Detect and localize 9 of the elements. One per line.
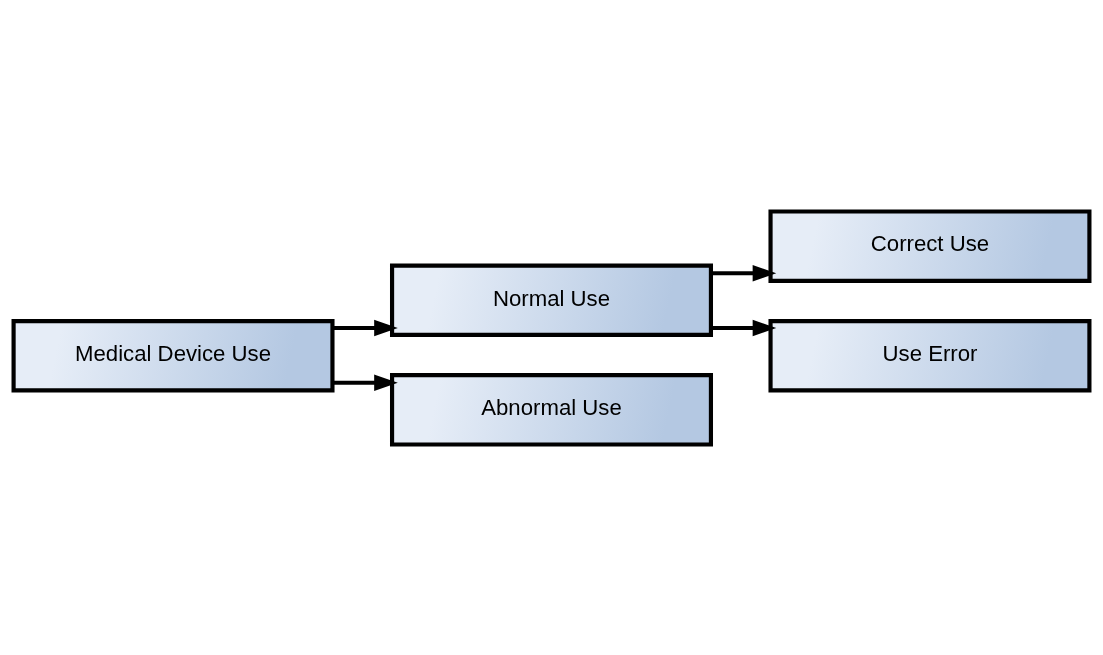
node-box: Correct Use	[768, 208, 1092, 283]
node-box: Abnormal Use	[390, 372, 713, 447]
node-box: Normal Use	[390, 263, 713, 337]
node-box: Medical Device Use	[11, 318, 335, 392]
arrow	[333, 374, 398, 391]
arrow	[333, 319, 398, 336]
node-box: Use Error	[768, 318, 1092, 392]
arrow	[711, 319, 777, 336]
arrow	[711, 264, 777, 281]
